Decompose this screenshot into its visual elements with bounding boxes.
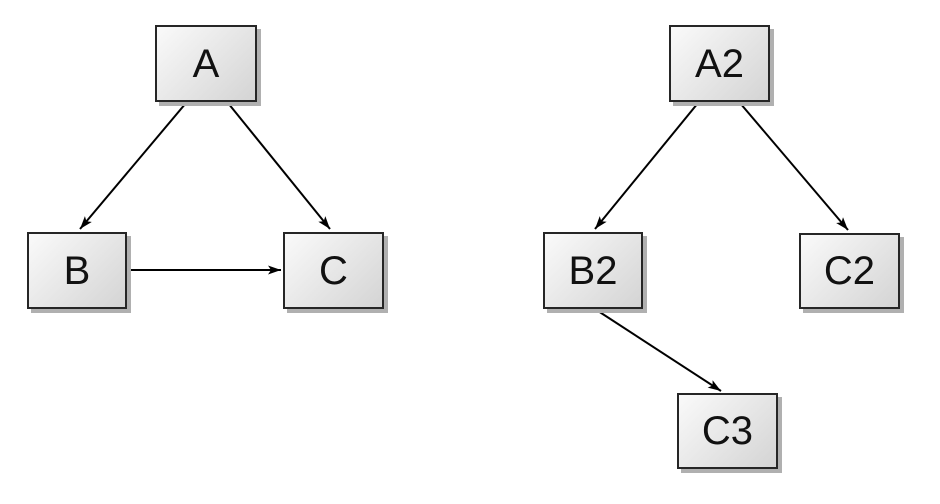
node-c2[interactable]: C2 bbox=[799, 233, 900, 309]
node-c3[interactable]: C3 bbox=[677, 393, 778, 469]
edge-a2-to-b2[interactable] bbox=[594, 102, 699, 230]
node-a[interactable]: A bbox=[155, 25, 257, 102]
edge-b2-to-c3[interactable] bbox=[594, 308, 722, 392]
node-label: B2 bbox=[568, 248, 618, 293]
node-label: C3 bbox=[701, 409, 754, 453]
node-label: C2 bbox=[823, 249, 876, 293]
node-label: C bbox=[319, 248, 348, 293]
edge-a-to-b[interactable] bbox=[79, 102, 187, 230]
node-c[interactable]: C bbox=[283, 232, 384, 309]
node-label: B bbox=[63, 248, 91, 293]
node-label: A bbox=[192, 41, 220, 86]
node-label: A2 bbox=[695, 41, 744, 86]
node-a2[interactable]: A2 bbox=[669, 25, 770, 102]
edge-a-to-c[interactable] bbox=[227, 102, 331, 230]
node-b[interactable]: B bbox=[27, 232, 127, 309]
node-b2[interactable]: B2 bbox=[543, 232, 643, 309]
edge-a2-to-c2[interactable] bbox=[739, 102, 849, 231]
